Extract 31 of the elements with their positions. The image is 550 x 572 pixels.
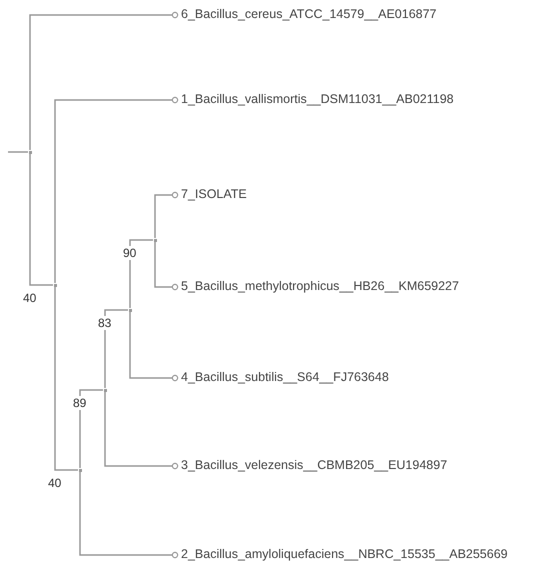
branch-node — [104, 388, 106, 392]
taxon-label: 2_Bacillus_amyloliquefaciens__NBRC_15535__AB255669 — [181, 547, 508, 562]
taxon-label: 5_Bacillus_methylotrophicus__HB26__KM659227 — [181, 279, 459, 294]
tree-branch — [29, 12, 178, 150]
bootstrap-value: 40 — [22, 291, 38, 305]
tree-branch — [154, 242, 178, 290]
tree-branch — [54, 96, 178, 283]
tree-branch — [79, 389, 103, 468]
branch-node — [54, 284, 56, 286]
bootstrap-value: 40 — [47, 476, 62, 490]
bootstrap-value: 89 — [72, 396, 88, 410]
taxon-label: 1_Bacillus_vallismortis__DSM11031__AB021198 — [181, 92, 454, 107]
tree-branch — [104, 392, 178, 470]
taxon-label: 7_ISOLATE — [181, 187, 247, 202]
tree-branch — [129, 312, 178, 382]
branch-node — [128, 308, 132, 312]
bootstrap-value: 90 — [122, 246, 138, 260]
tree-branch — [29, 154, 53, 286]
branch-node — [78, 468, 82, 472]
branch-node — [154, 238, 156, 242]
tree-branch — [79, 472, 178, 558]
tree-branch — [154, 192, 178, 238]
tree-branch — [104, 309, 128, 388]
tree-branch — [129, 239, 153, 308]
tree-branch — [54, 287, 78, 471]
taxon-label: 6_Bacillus_cereus_ATCC_14579__AE016877 — [181, 7, 436, 22]
taxon-label: 4_Bacillus_subtilis__S64__FJ763648 — [181, 370, 389, 385]
tree-branch — [8, 151, 28, 153]
taxon-label: 3_Bacillus_velezensis__CBMB205__EU194897 — [181, 458, 448, 473]
bootstrap-value: 83 — [97, 316, 112, 330]
branch-node — [28, 150, 32, 154]
